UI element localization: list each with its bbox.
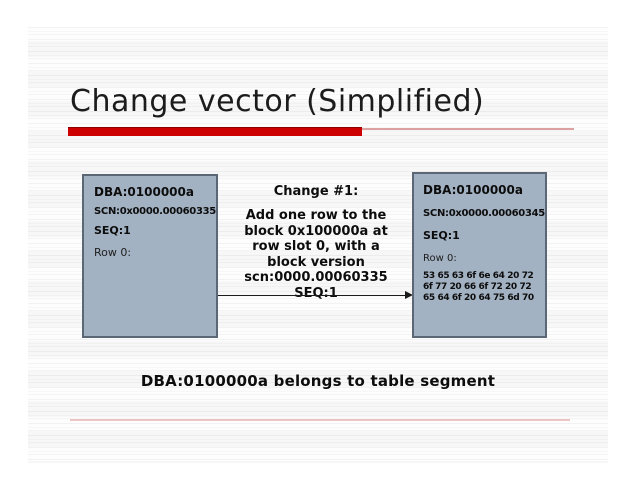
change-heading: Change #1: bbox=[273, 184, 359, 199]
right-block-dba: DBA:0100000a bbox=[423, 183, 523, 197]
hex-dump-line: 65 64 6f 20 64 75 6d 70 bbox=[423, 293, 534, 303]
hex-dump-line: 53 65 63 6f 6e 64 20 72 bbox=[423, 271, 534, 281]
change-line: block version bbox=[267, 254, 365, 270]
page-title: Change vector (Simplified) bbox=[70, 84, 485, 119]
right-block-row: Row 0: bbox=[423, 253, 457, 264]
footer-divider-line bbox=[70, 419, 570, 421]
change-description: Change #1: Add one row to the block 0x10… bbox=[220, 184, 412, 301]
title-underline-thin-line bbox=[362, 128, 574, 130]
left-block-row: Row 0: bbox=[94, 246, 132, 259]
hex-dump-line: 6f 77 20 66 6f 72 20 72 bbox=[423, 282, 532, 292]
block-before-change: DBA:0100000a SCN:0x0000.00060335 SEQ:1 R… bbox=[82, 174, 218, 338]
right-block-seq: SEQ:1 bbox=[423, 229, 460, 242]
change-line: SEQ:1 bbox=[294, 285, 338, 301]
change-line: scn:0000.00060335 bbox=[244, 270, 388, 285]
right-block-scn: SCN:0x0000.00060345 bbox=[423, 208, 545, 219]
title-underline-bar bbox=[68, 127, 362, 136]
change-line: row slot 0, with a bbox=[252, 239, 380, 254]
change-line: Add one row to the bbox=[245, 208, 387, 223]
left-block-seq: SEQ:1 bbox=[94, 224, 131, 237]
slide-caption: DBA:0100000a belongs to table segment bbox=[140, 372, 496, 390]
arrow-right-icon bbox=[405, 291, 413, 299]
left-block-scn: SCN:0x0000.00060335 bbox=[94, 206, 216, 217]
arrow-right-connector bbox=[218, 295, 407, 296]
change-line: block 0x100000a at bbox=[244, 223, 388, 239]
block-after-change: DBA:0100000a SCN:0x0000.00060345 SEQ:1 R… bbox=[412, 172, 547, 338]
left-block-dba: DBA:0100000a bbox=[94, 185, 194, 199]
